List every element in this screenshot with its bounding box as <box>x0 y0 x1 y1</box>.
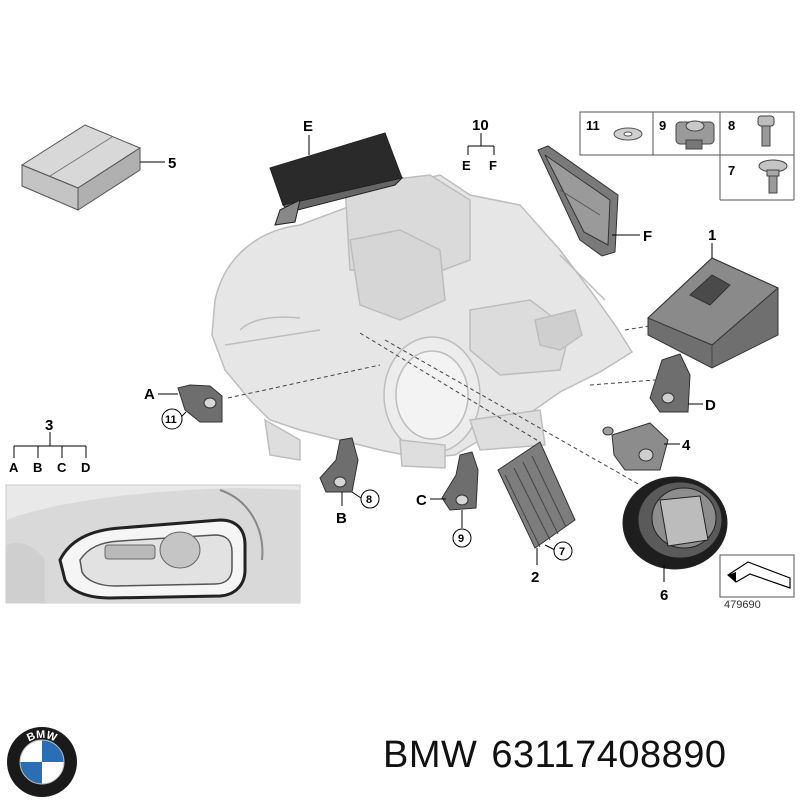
part-6-cover-cap <box>622 476 728 570</box>
callout-2: 2 <box>531 569 539 586</box>
callout-F: F <box>643 228 652 245</box>
group-10-tree <box>467 133 495 155</box>
callout-E: E <box>303 118 313 135</box>
ref-circle-9-text: 9 <box>458 533 464 545</box>
ref-circle-8-text: 8 <box>366 494 372 506</box>
footer-caption: BMW 63117408890 <box>383 734 741 777</box>
part-5-package <box>20 124 142 211</box>
footer-part-number: 63117408890 <box>491 734 727 776</box>
ref-circle-7 <box>553 541 573 561</box>
callout-C: C <box>416 492 427 509</box>
washer-11-icon <box>613 127 643 141</box>
bracket-A <box>177 384 223 423</box>
callout-6: 6 <box>660 587 668 604</box>
headlight-housing <box>211 174 634 469</box>
footer-brand-name: BMW <box>383 734 478 776</box>
callout-A: A <box>144 386 155 403</box>
callout-3: 3 <box>45 417 53 434</box>
ref-circle-8 <box>360 489 380 509</box>
screw-7-icon <box>758 159 788 194</box>
bmw-logo: BMW <box>7 727 77 797</box>
callout-D: D <box>705 397 716 414</box>
clip-nut-9-icon <box>675 120 715 150</box>
callout-B: B <box>336 510 347 527</box>
reference-box <box>719 554 795 598</box>
group-10-F: F <box>489 158 497 173</box>
part-E-trim <box>269 132 404 226</box>
callout-1: 1 <box>708 227 716 244</box>
leader-circle-7 <box>544 544 556 551</box>
group-3-C: C <box>57 460 67 475</box>
group-3-tree <box>13 432 87 458</box>
callout-10: 10 <box>472 117 489 134</box>
hardware-7-label: 7 <box>728 163 735 178</box>
part-2-heatsink <box>497 441 576 549</box>
group-10-E: E <box>462 158 471 173</box>
bracket-B <box>319 437 359 493</box>
group-3-B: B <box>33 460 42 475</box>
ref-circle-7-text: 7 <box>559 546 565 558</box>
ref-circle-11 <box>161 408 183 430</box>
reference-number: 479690 <box>724 599 761 611</box>
ref-circle-11-text: 11 <box>165 414 177 426</box>
hardware-box <box>579 111 795 201</box>
part-1-module <box>647 257 779 369</box>
part-4-actuator <box>602 422 669 471</box>
group-3-D: D <box>81 460 90 475</box>
leader-circle-8 <box>351 491 362 499</box>
bracket-D <box>649 353 691 413</box>
callout-5: 5 <box>168 155 176 172</box>
hardware-8-label: 8 <box>728 118 735 133</box>
hardware-9-label: 9 <box>659 118 666 133</box>
car-front-inset <box>5 484 301 604</box>
group-3-A: A <box>9 460 19 475</box>
hardware-11-label: 11 <box>586 118 600 133</box>
bracket-C <box>441 451 479 511</box>
callout-4: 4 <box>682 437 691 454</box>
ref-circle-9 <box>452 528 472 548</box>
screw-8-icon <box>757 115 775 147</box>
part-F-bracket <box>537 145 619 257</box>
leader-lines <box>227 324 656 486</box>
